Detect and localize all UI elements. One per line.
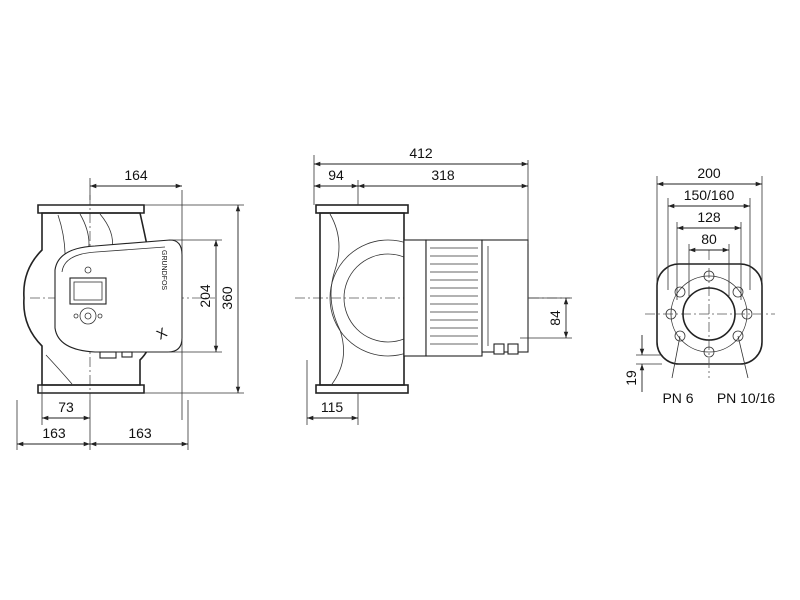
- side-motor-neck: [403, 239, 427, 357]
- control-indicator-light: [84, 266, 92, 274]
- control-button-right: [97, 313, 103, 319]
- front-brand-label: GRUNDFOS: [160, 250, 167, 290]
- flange-bolt-hole-4: [732, 330, 744, 342]
- dim-80-label: 80: [701, 231, 717, 247]
- flange-bore: [682, 287, 736, 341]
- side-view: [295, 160, 570, 394]
- dim-128-label: 128: [697, 209, 721, 225]
- flange-bolt-hole-1: [674, 286, 686, 298]
- side-control-box: [481, 239, 529, 353]
- dim-115-label: 115: [321, 399, 344, 415]
- control-display-screen: [73, 281, 103, 301]
- side-motor-stator: [425, 239, 483, 357]
- dim-318-label: 318: [431, 167, 455, 183]
- flange-bolt-hole-7: [703, 270, 715, 282]
- side-motor-fins: [430, 247, 478, 345]
- front-control-box-inner: [61, 246, 166, 273]
- control-button-left: [73, 313, 79, 319]
- front-bottom-flange: [37, 384, 145, 394]
- pn16-label: PN 10/16: [717, 390, 776, 406]
- flange-bolt-hole-6: [741, 308, 753, 320]
- flange-bolt-hole-8: [703, 346, 715, 358]
- dim-412-label: 412: [409, 145, 433, 161]
- control-button-center: [84, 312, 92, 320]
- dim-204-label: 204: [197, 284, 213, 308]
- dim-163-right-label: 163: [128, 425, 152, 441]
- front-dimensions: 164 204 360 73 163 163: [16, 167, 244, 450]
- flange-bolt-circle: [670, 275, 748, 353]
- front-housing-curve-4: [45, 354, 73, 385]
- flange-bolt-hole-2: [732, 286, 744, 298]
- side-cable-connector-1: [493, 343, 505, 355]
- dim-73-label: 73: [58, 399, 74, 415]
- front-cable-connector-2: [121, 351, 133, 358]
- dim-94-label: 94: [328, 167, 344, 183]
- dim-84-label: 84: [547, 310, 563, 326]
- dim-19-label: 19: [623, 370, 639, 386]
- pn6-leader: [671, 335, 681, 379]
- side-pump-housing: [319, 212, 405, 386]
- side-bottom-flange: [315, 384, 409, 394]
- front-top-flange: [37, 204, 145, 214]
- dim-150-label: 150/160: [684, 187, 735, 203]
- flange-bolt-hole-3: [674, 330, 686, 342]
- side-housing-contour: [329, 213, 344, 385]
- side-cable-connector-2: [507, 343, 519, 355]
- pn16-leader: [737, 335, 749, 379]
- side-dimensions: 412 94 318 84 115: [306, 145, 572, 425]
- front-housing-curve-3: [99, 213, 113, 249]
- dim-164-label: 164: [124, 167, 148, 183]
- control-button-ring: [79, 307, 97, 325]
- side-top-flange: [315, 204, 409, 214]
- dim-200-label: 200: [697, 165, 721, 181]
- front-cable-connector: [99, 351, 117, 359]
- dim-360-label: 360: [219, 286, 235, 310]
- dim-163-left-label: 163: [42, 425, 66, 441]
- flange-view: [645, 250, 775, 379]
- front-view: GRUNDFOS X: [23, 190, 215, 420]
- pn6-label: PN 6: [662, 390, 693, 406]
- flange-bolt-hole-5: [665, 308, 677, 320]
- flange-dimensions: 200 150/160 128 80 19: [623, 165, 763, 392]
